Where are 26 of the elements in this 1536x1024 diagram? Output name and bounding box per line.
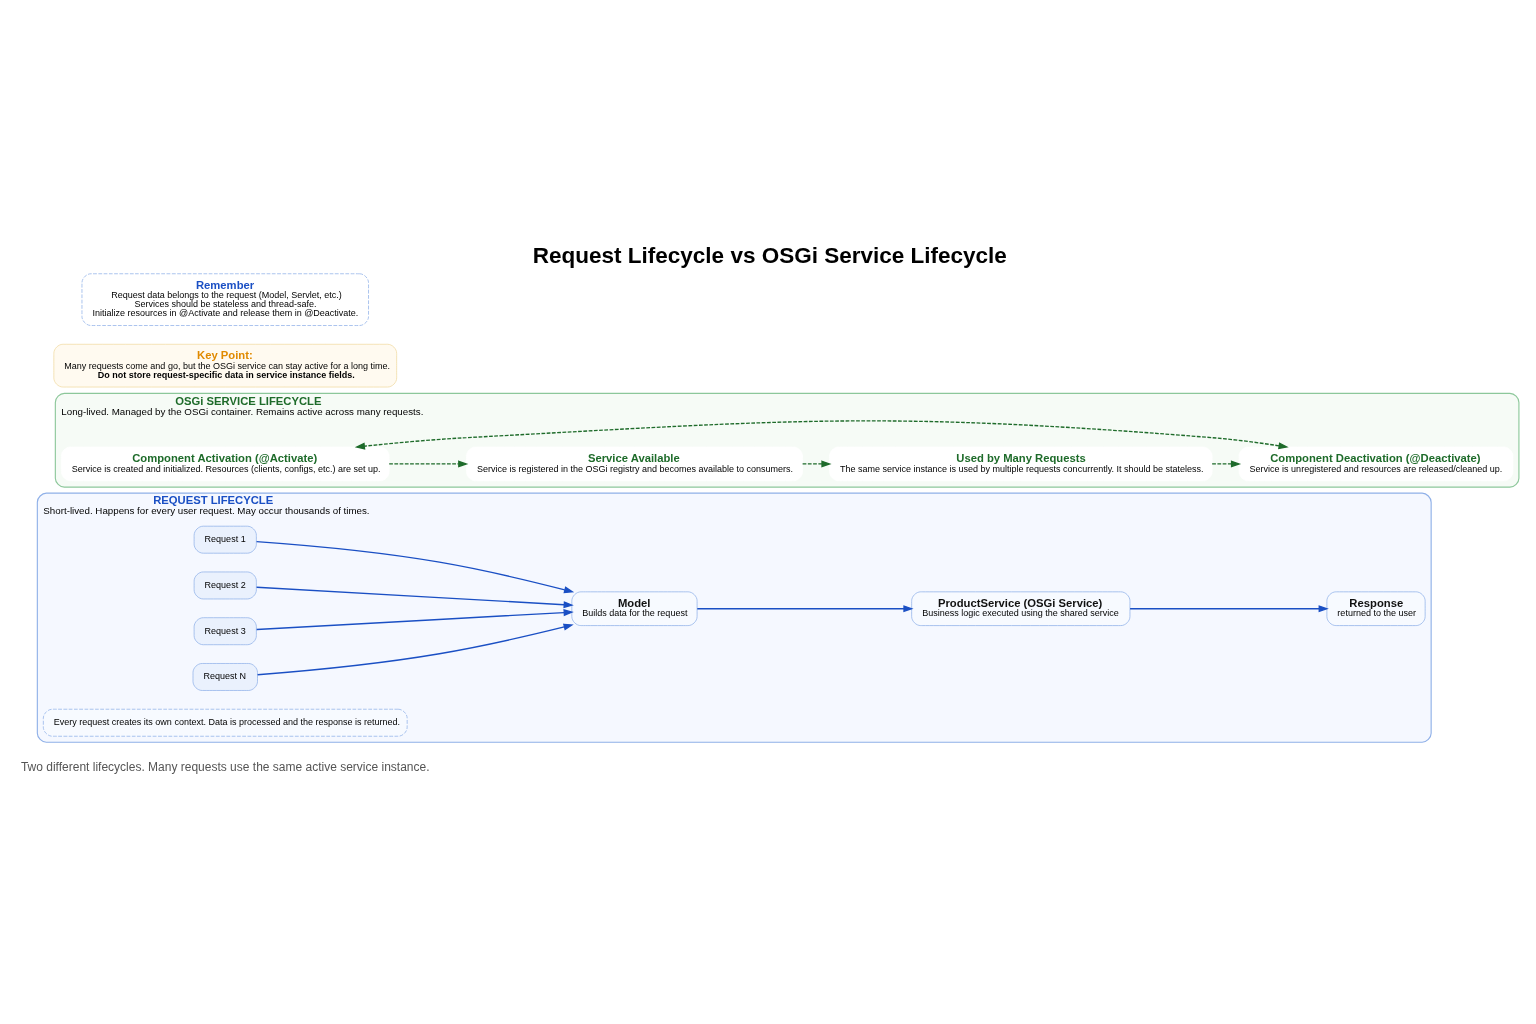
node-box: Response returned to the user — [1326, 590, 1426, 626]
arrow — [255, 586, 574, 608]
node-box: Request N — [192, 662, 258, 691]
arrow — [388, 459, 469, 467]
node-box: Key Point: Many requests come and go, but the OSGi service can stay active for a long time. Do not store request-specific data in service instance fields. — [53, 343, 398, 387]
arrow — [255, 540, 575, 593]
label: Two different lifecycles. Many requests use the same active service instance. — [20, 759, 430, 774]
node-box: Every request creates its own context. Data is processed and the response is returned. — [42, 708, 408, 737]
arrow — [1129, 604, 1329, 612]
node-box: Request 2 — [193, 571, 257, 599]
node-box: Component Deactivation (@Deactivate) Service is unregistered and resources are released/cleaned up. — [1238, 446, 1514, 481]
node-box: Remember Request data belongs to the request (Model, Servlet, etc.) Services should be stateless and thread-safe. Initialize resources in @Activate and release them in @Deactivate. — [81, 272, 369, 326]
arrow — [256, 623, 574, 675]
diagram-title: Request Lifecycle vs OSGi Service Lifecycle — [532, 242, 1007, 268]
node-box: Used by Many Requests The same service instance is used by multiple requests concurrently. It should be stateless. — [829, 446, 1213, 481]
node-box: Component Activation (@Activate) Service is created and initialized. Resources (clients, configs, etc.) are set up. — [60, 446, 390, 481]
node-box: Model Builds data for the request — [571, 590, 698, 626]
node-box: Service Available Service is registered in the OSGi registry and becomes available to consumers. — [466, 446, 803, 481]
arrow — [696, 604, 914, 612]
node-box: Request 3 — [193, 616, 257, 645]
arrow — [255, 608, 574, 630]
node-box: ProductService (OSGi Service) Business logic executed using the shared service — [911, 590, 1131, 626]
arrow — [354, 419, 1289, 450]
arrow — [801, 459, 832, 467]
node-box: Request 1 — [193, 525, 257, 554]
arrow — [1211, 459, 1242, 467]
